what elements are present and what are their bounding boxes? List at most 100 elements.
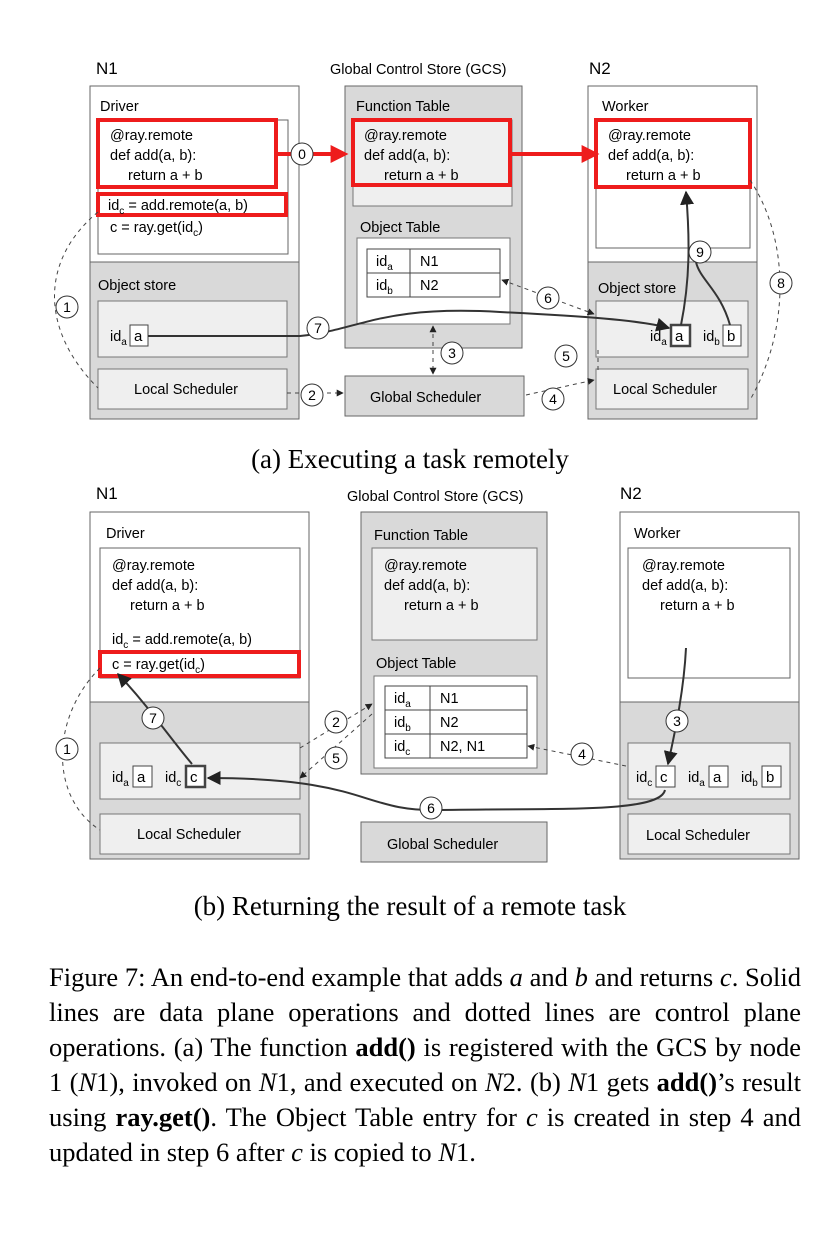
caption-a: (a) Executing a task remotely bbox=[251, 444, 569, 474]
svg-text:N2, N1: N2, N1 bbox=[440, 739, 485, 755]
driver-label-b: Driver bbox=[106, 526, 145, 542]
code-decorator: @ray.remote bbox=[110, 128, 193, 144]
svg-text:return a + b: return a + b bbox=[626, 168, 701, 184]
object-b-n2-b bbox=[761, 765, 782, 788]
object-table-b: ida N1 idb N2 idc N2, N1 bbox=[384, 685, 528, 759]
caption-b: (b) Returning the result of a remote tas… bbox=[193, 891, 627, 921]
svg-text:def add(a, b):: def add(a, b): bbox=[364, 148, 450, 164]
svg-text:Global Scheduler: Global Scheduler bbox=[387, 837, 498, 853]
code-return: return a + b bbox=[128, 168, 203, 184]
svg-text:def add(a, b):: def add(a, b): bbox=[112, 578, 198, 594]
object-store-label-n1: Object store bbox=[98, 278, 176, 294]
arrow-3-b bbox=[663, 647, 687, 766]
svg-text:a: a bbox=[137, 769, 146, 786]
n1-label: N1 bbox=[96, 59, 118, 78]
svg-text:Global Scheduler: Global Scheduler bbox=[370, 390, 481, 406]
svg-text:idb: idb bbox=[741, 770, 758, 789]
svg-text:@ray.remote: @ray.remote bbox=[364, 128, 447, 144]
svg-text:ida: ida bbox=[394, 691, 411, 710]
svg-text:def add(a, b):: def add(a, b): bbox=[642, 578, 728, 594]
svg-text:a: a bbox=[675, 328, 684, 345]
step-0: 0 bbox=[298, 146, 306, 162]
svg-text:N1: N1 bbox=[440, 691, 459, 707]
svg-text:5: 5 bbox=[332, 750, 340, 766]
step-9: 9 bbox=[696, 244, 704, 260]
step-circles-b: 1 2 5 3 4 6 7 bbox=[55, 706, 689, 820]
gcs-label: Global Control Store (GCS) bbox=[330, 62, 506, 78]
svg-text:@ray.remote: @ray.remote bbox=[112, 558, 195, 574]
n1-node: Driver @ray.remote def add(a, b): return… bbox=[89, 85, 300, 420]
step-7: 7 bbox=[314, 320, 322, 336]
arrow-5-b bbox=[299, 713, 373, 779]
svg-text:c: c bbox=[190, 769, 198, 786]
svg-text:1: 1 bbox=[63, 741, 71, 757]
svg-text:def add(a, b):: def add(a, b): bbox=[608, 148, 694, 164]
get-call-highlight bbox=[98, 650, 301, 678]
step-circles-a: 0 1 2 3 4 5 6 7 8 9 bbox=[55, 142, 793, 411]
n2-label: N2 bbox=[589, 59, 611, 78]
svg-text:ida: ida bbox=[112, 770, 129, 789]
ot-row-b-node: N2 bbox=[420, 278, 439, 294]
svg-text:6: 6 bbox=[427, 800, 435, 816]
ot-row-b-id: idb bbox=[376, 278, 393, 297]
diagram-a-executing-task-remotely: N1 Global Control Store (GCS) N2 Driver … bbox=[0, 0, 820, 440]
object-a-n1-b bbox=[132, 765, 153, 788]
svg-text:return a + b: return a + b bbox=[130, 598, 205, 614]
object-table-a: ida N1 idb N2 bbox=[366, 248, 501, 298]
n2-label-b: N2 bbox=[620, 484, 642, 503]
object-id-a: ida bbox=[110, 329, 127, 348]
ot-row-a-id: ida bbox=[376, 254, 393, 273]
local-scheduler-n1 bbox=[97, 368, 288, 410]
code-def: def add(a, b): bbox=[110, 148, 196, 164]
svg-text:Worker: Worker bbox=[634, 526, 681, 542]
svg-text:7: 7 bbox=[149, 710, 157, 726]
gcs-panel-b: Function Table @ray.remote def add(a, b)… bbox=[360, 511, 548, 775]
svg-text:Function Table: Function Table bbox=[374, 528, 468, 544]
svg-text:4: 4 bbox=[578, 746, 586, 762]
svg-text:N2: N2 bbox=[440, 715, 459, 731]
arrow-9b bbox=[695, 261, 731, 326]
step-8: 8 bbox=[777, 275, 785, 291]
worker-label: Worker bbox=[602, 99, 649, 115]
svg-text:@ray.remote: @ray.remote bbox=[608, 128, 691, 144]
svg-text:def add(a, b):: def add(a, b): bbox=[384, 578, 470, 594]
svg-text:a: a bbox=[713, 769, 722, 786]
step-2: 2 bbox=[308, 387, 316, 403]
svg-text:ida: ida bbox=[688, 770, 705, 789]
object-b-n2 bbox=[722, 324, 742, 347]
figure-caption: Figure 7: An end-to-end example that add… bbox=[49, 962, 801, 1167]
local-scheduler-n1-b bbox=[99, 813, 301, 855]
step-1: 1 bbox=[63, 299, 71, 315]
svg-text:idb: idb bbox=[703, 329, 720, 348]
diagram-b-returning-result: N1 Global Control Store (GCS) N2 Driver … bbox=[0, 478, 820, 878]
local-scheduler-n2 bbox=[595, 368, 749, 410]
ot-row-a-node: N1 bbox=[420, 254, 439, 270]
global-scheduler-a bbox=[344, 375, 525, 417]
svg-text:a: a bbox=[134, 328, 143, 345]
svg-text:idc: idc bbox=[636, 770, 652, 789]
svg-text:@ray.remote: @ray.remote bbox=[384, 558, 467, 574]
n1-label-b: N1 bbox=[96, 484, 118, 503]
arrow-9 bbox=[680, 190, 695, 326]
get-call-b: c = ray.get(idc) bbox=[112, 657, 205, 676]
object-c-n2-b bbox=[655, 765, 676, 788]
remote-call: idc = add.remote(a, b) bbox=[108, 198, 248, 217]
global-scheduler-b bbox=[360, 821, 548, 863]
svg-text:Local Scheduler: Local Scheduler bbox=[646, 828, 750, 844]
svg-text:idc: idc bbox=[394, 739, 410, 758]
remote-call-b: idc = add.remote(a, b) bbox=[112, 632, 252, 651]
step-5: 5 bbox=[562, 348, 570, 364]
diagram-b-svg: N1 Global Control Store (GCS) N2 Driver … bbox=[55, 484, 800, 863]
object-store-label-n2: Object store bbox=[598, 281, 676, 297]
step-4: 4 bbox=[549, 391, 557, 407]
svg-text:b: b bbox=[727, 328, 735, 345]
arrow-7 bbox=[148, 309, 671, 337]
step-3: 3 bbox=[448, 345, 456, 361]
driver-label: Driver bbox=[100, 99, 139, 115]
object-table-label: Object Table bbox=[360, 220, 440, 236]
local-scheduler-n2-b bbox=[627, 813, 791, 855]
svg-text:Local Scheduler: Local Scheduler bbox=[613, 382, 717, 398]
n2-node: Worker @ray.remote def add(a, b): return… bbox=[587, 85, 758, 420]
svg-text:@ray.remote: @ray.remote bbox=[642, 558, 725, 574]
object-c-n1-b bbox=[184, 764, 207, 789]
